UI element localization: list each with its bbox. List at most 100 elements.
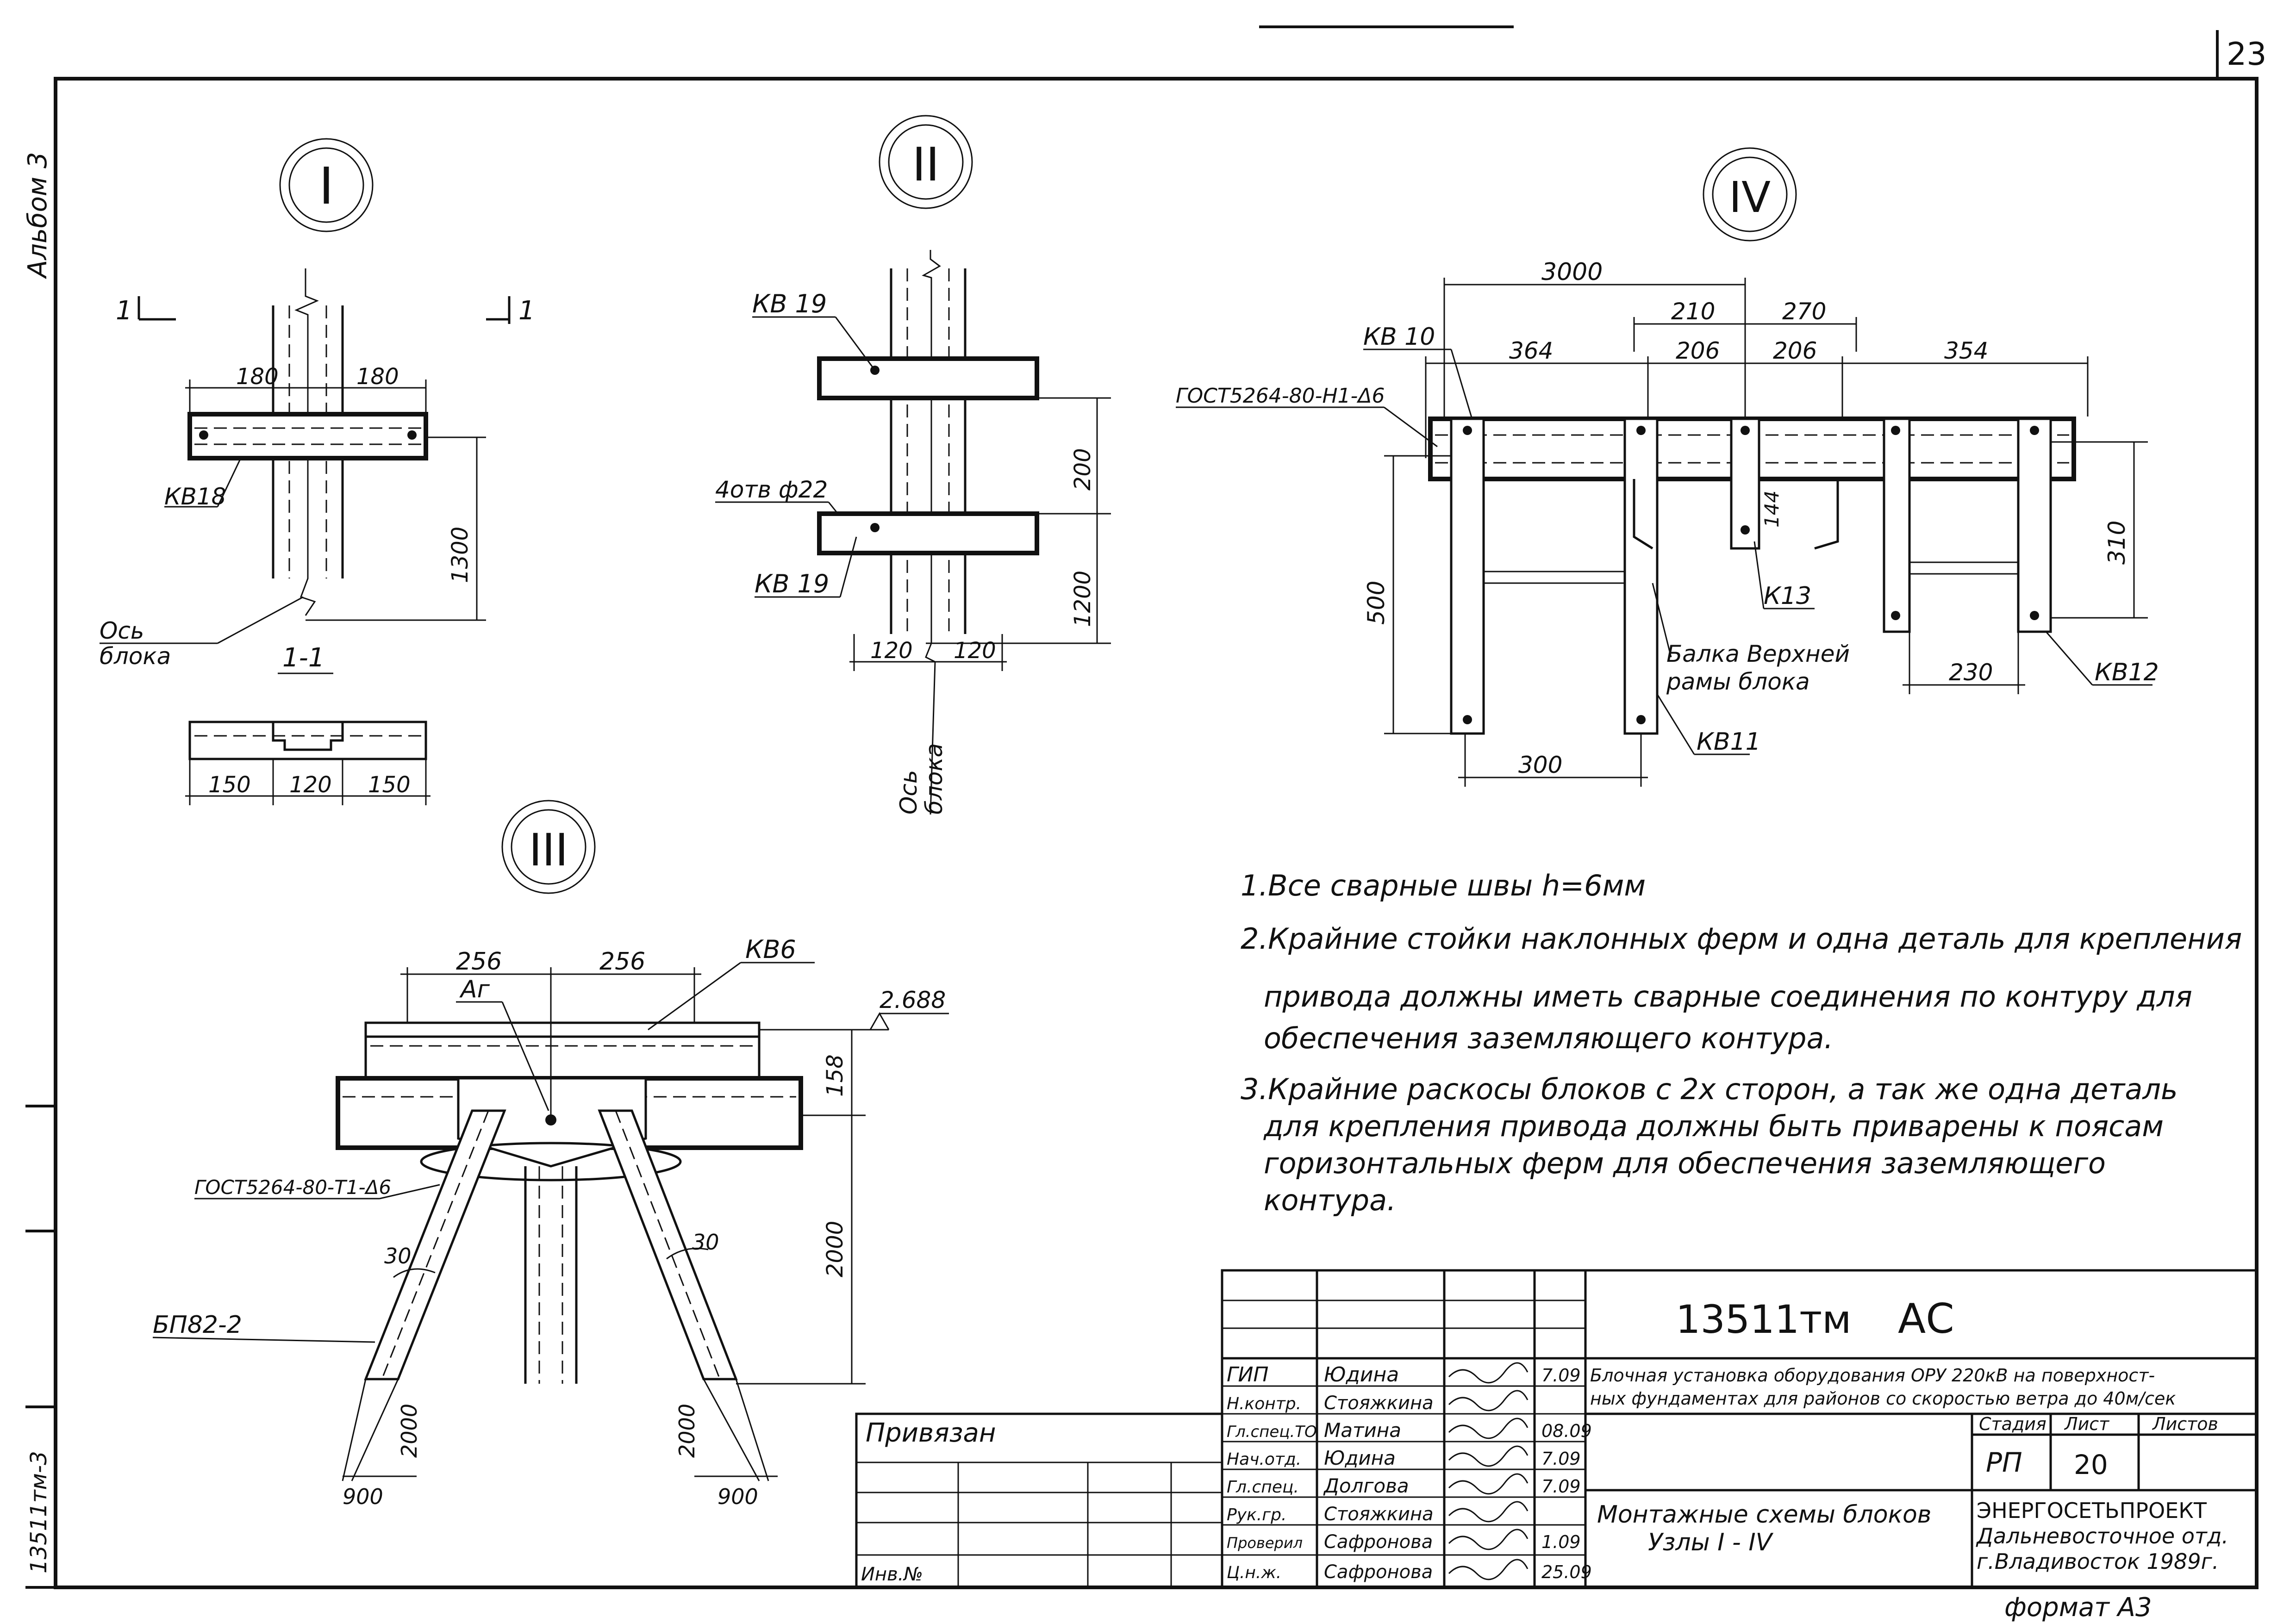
album-label: Альбом 3 xyxy=(23,152,53,279)
d3-dim-2000-right: 2000 xyxy=(822,1221,848,1277)
tb-name-1: Юдина xyxy=(1324,1363,1399,1387)
tb-mark: АС xyxy=(1898,1295,1954,1343)
d3-dim-158: 158 xyxy=(822,1054,848,1097)
note-line-7: горизонтальных ферм для обеспечения зазе… xyxy=(1264,1146,2106,1180)
side-code: 13511тм-3 xyxy=(26,1451,52,1573)
tb-date-4: 7.09 xyxy=(1541,1449,1581,1469)
tb-signatures xyxy=(1448,1362,1529,1580)
tb-doc-code: 13511тм xyxy=(1676,1297,1852,1342)
d3-weld: ГОСТ5264-80-Т1-Δ6 xyxy=(194,1176,391,1199)
d2-axis-label: Осьблока xyxy=(895,743,948,815)
node-marker-3: III xyxy=(501,800,596,894)
d3-dim-right: 256 xyxy=(599,948,645,976)
note-line-1: 1.Все сварные швы h=6мм xyxy=(1241,869,1646,902)
d4-dim-310: 310 xyxy=(2103,521,2130,565)
tb-name-6: Стояжкина xyxy=(1324,1504,1434,1525)
d4-dim-500: 500 xyxy=(1363,581,1390,625)
d4-dim-270: 270 xyxy=(1782,298,1826,325)
d4-dim-210: 210 xyxy=(1671,298,1715,325)
tb-date-7: 1.09 xyxy=(1541,1532,1581,1552)
d4-part-kv12: КВ12 xyxy=(2095,659,2159,686)
tb-name-5: Долгова xyxy=(1323,1474,1409,1497)
d2-part-top: КВ 19 xyxy=(752,289,827,318)
d1-part: КВ18 xyxy=(164,483,226,510)
tb-stage-header: Стадия xyxy=(1979,1414,2046,1434)
tb-sheets-header: Листов xyxy=(2152,1414,2218,1434)
d4-dim-206a: 206 xyxy=(1676,337,1720,364)
detail-4: 3000 210 270 364 206 206 354 xyxy=(1176,258,2159,787)
d4-dim-354: 354 xyxy=(1944,337,1988,364)
d4-dim-300: 300 xyxy=(1518,752,1562,778)
d3-angle-left: 30 xyxy=(384,1244,412,1269)
d2-dim-right: 120 xyxy=(954,638,996,664)
d3-mark-a: Аг xyxy=(459,976,490,1003)
node-marker-2: II xyxy=(879,115,973,209)
d4-part-kv10: КВ 10 xyxy=(1363,323,1435,351)
tb-date-3: 08.09 xyxy=(1541,1421,1592,1441)
d4-weld: ГОСТ5264-80-Н1-Δ6 xyxy=(1176,384,1385,408)
d3-part-top: КВ6 xyxy=(745,935,796,964)
d1-sec-dim-b: 120 xyxy=(289,772,332,798)
note-line-6: для крепления привода должны быть привар… xyxy=(1263,1109,2164,1143)
d2-holes: 4отв ф22 xyxy=(715,476,828,503)
tb-date-1: 7.09 xyxy=(1541,1365,1581,1386)
d2-dim-left: 120 xyxy=(870,638,913,664)
format-label: формат А3 xyxy=(2004,1592,2152,1623)
d4-part-kv11: КВ11 xyxy=(1697,728,1761,756)
d4-dim-206b: 206 xyxy=(1773,337,1817,364)
title-block: Привязан Инв.№ 13511тм АС ГИП Н.контр. Г… xyxy=(855,1269,2258,1589)
tb-role-7: Проверил xyxy=(1227,1534,1303,1552)
node-label-4: IV xyxy=(1729,173,1771,222)
d4-part-k13: К13 xyxy=(1764,582,1811,610)
d3-dim-900-left: 900 xyxy=(343,1484,383,1509)
tb-name-3: Матина xyxy=(1324,1419,1401,1442)
d1-section-mark-left: 1 xyxy=(116,296,132,326)
tb-project-title: Блочная установка оборудования ОРУ 220кВ… xyxy=(1590,1365,2176,1409)
tb-role-4: Нач.отд. xyxy=(1227,1450,1301,1469)
tb-role-1: ГИП xyxy=(1227,1363,1269,1387)
d4-dim-230: 230 xyxy=(1949,659,1993,686)
tb-drawing-title: Монтажные схемы блоков Узлы I - IV xyxy=(1597,1501,1939,1556)
d3-angle-right: 30 xyxy=(692,1230,719,1255)
d2-dim-1200: 1200 xyxy=(1070,571,1096,627)
d3-dim-2000-left: 2000 xyxy=(397,1404,422,1458)
node-label-3: III xyxy=(529,824,568,876)
d1-section-title: 1-1 xyxy=(282,643,324,673)
tb-date-8: 25.09 xyxy=(1541,1562,1592,1582)
d3-dim-900-right: 900 xyxy=(718,1484,758,1509)
tb-role-3: Гл.спец.ТО xyxy=(1227,1423,1317,1441)
node-label-2: II xyxy=(912,137,940,192)
tb-org: ЭНЕРГОСЕТЬПРОЕКТ Дальневосточное отд. г.… xyxy=(1976,1498,2235,1574)
d4-dim-144: 144 xyxy=(1760,491,1783,528)
d4-dim-364: 364 xyxy=(1509,337,1553,364)
node-label-1: I xyxy=(319,156,334,216)
d3-brace: БП82-2 xyxy=(153,1311,242,1339)
tb-role-5: Гл.спец. xyxy=(1227,1478,1299,1497)
d1-dim-height: 1300 xyxy=(447,527,473,583)
sheet-frame xyxy=(25,25,2259,1589)
tb-date-5: 7.09 xyxy=(1541,1476,1581,1497)
d2-dim-200: 200 xyxy=(1070,448,1096,491)
tb-role-2: Н.контр. xyxy=(1227,1394,1301,1413)
tb-name-4: Юдина xyxy=(1324,1447,1396,1469)
tb-role-6: Рук.гр. xyxy=(1227,1505,1286,1524)
d3-elevation: 2.688 xyxy=(880,987,946,1014)
tb-name-2: Стояжкина xyxy=(1324,1393,1434,1414)
d1-dim-left: 180 xyxy=(236,364,279,390)
d2-part-bottom: КВ 19 xyxy=(755,569,829,598)
d4-dim-3000: 3000 xyxy=(1541,258,1603,286)
tb-sheet-header: Лист xyxy=(2064,1414,2110,1434)
node-marker-4: IV xyxy=(1703,147,1797,242)
tb-inv: Инв.№ xyxy=(861,1564,923,1585)
page-number: 23 xyxy=(2227,36,2267,73)
note-line-2: 2.Крайние стойки наклонных ферм и одна д… xyxy=(1241,922,2242,956)
d1-dim-right: 180 xyxy=(356,364,399,390)
d1-sec-dim-a: 150 xyxy=(208,772,251,798)
notes: 1.Все сварные швы h=6мм 2.Крайние стойки… xyxy=(1241,869,2242,1217)
tb-role-8: Ц.н.ж. xyxy=(1227,1563,1281,1582)
tb-name-8: Сафронова xyxy=(1324,1561,1433,1583)
note-line-4: обеспечения заземляющего контура. xyxy=(1264,1021,1833,1055)
